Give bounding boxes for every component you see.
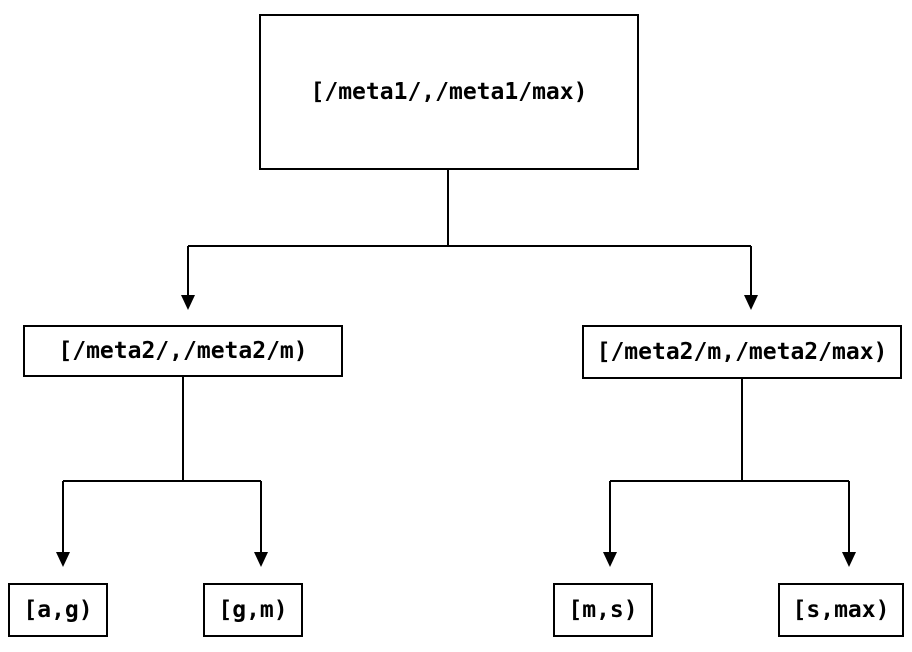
tree-node-leaf-s-max: [s,max) xyxy=(778,583,904,637)
edge-arrowhead-icon xyxy=(744,295,758,310)
edge-arrowhead-icon xyxy=(181,295,195,310)
tree-node-leaf-g-m: [g,m) xyxy=(203,583,303,637)
edge-rightchild-leaves xyxy=(603,379,856,567)
edge-arrowhead-icon xyxy=(56,552,70,567)
edge-root-children xyxy=(181,170,758,310)
tree-node-root: [/meta1/,/meta1/max) xyxy=(259,14,639,170)
edge-arrowhead-icon xyxy=(842,552,856,567)
edge-arrowhead-icon xyxy=(603,552,617,567)
edge-arrowhead-icon xyxy=(254,552,268,567)
tree-node-left-child: [/meta2/,/meta2/m) xyxy=(23,325,343,377)
tree-node-leaf-m-s: [m,s) xyxy=(553,583,653,637)
tree-node-right-child: [/meta2/m,/meta2/max) xyxy=(582,325,902,379)
tree-node-leaf-a-g: [a,g) xyxy=(8,583,108,637)
edge-leftchild-leaves xyxy=(56,377,268,567)
